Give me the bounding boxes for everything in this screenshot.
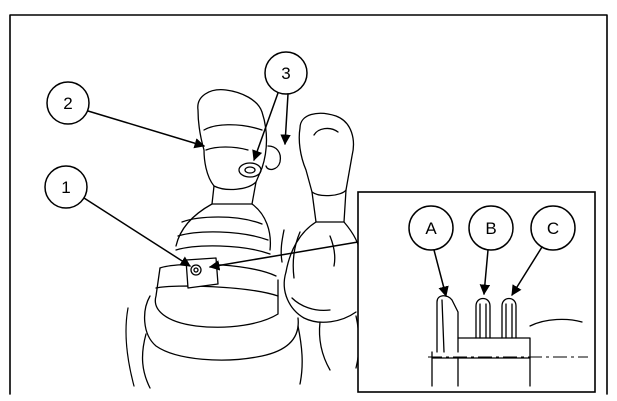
detail-inset-frame (358, 192, 595, 392)
callout-1-label: 1 (61, 178, 70, 197)
callout-2: 2 (47, 82, 204, 146)
callout-3-label: 3 (281, 64, 290, 83)
callout-a-label: A (425, 219, 437, 238)
callout-2-label: 2 (63, 94, 72, 113)
console-edge (126, 308, 134, 386)
detail-inset: A B C (358, 192, 595, 392)
callout-1-leader (84, 198, 190, 266)
callout-3-leader-b (285, 94, 288, 144)
callout-b-label: B (485, 219, 496, 238)
callout-c-label: C (547, 219, 559, 238)
detail-leader (210, 242, 358, 267)
callout-1: 1 (45, 166, 190, 266)
right-joystick (281, 113, 360, 370)
callout-2-leader (88, 111, 204, 146)
